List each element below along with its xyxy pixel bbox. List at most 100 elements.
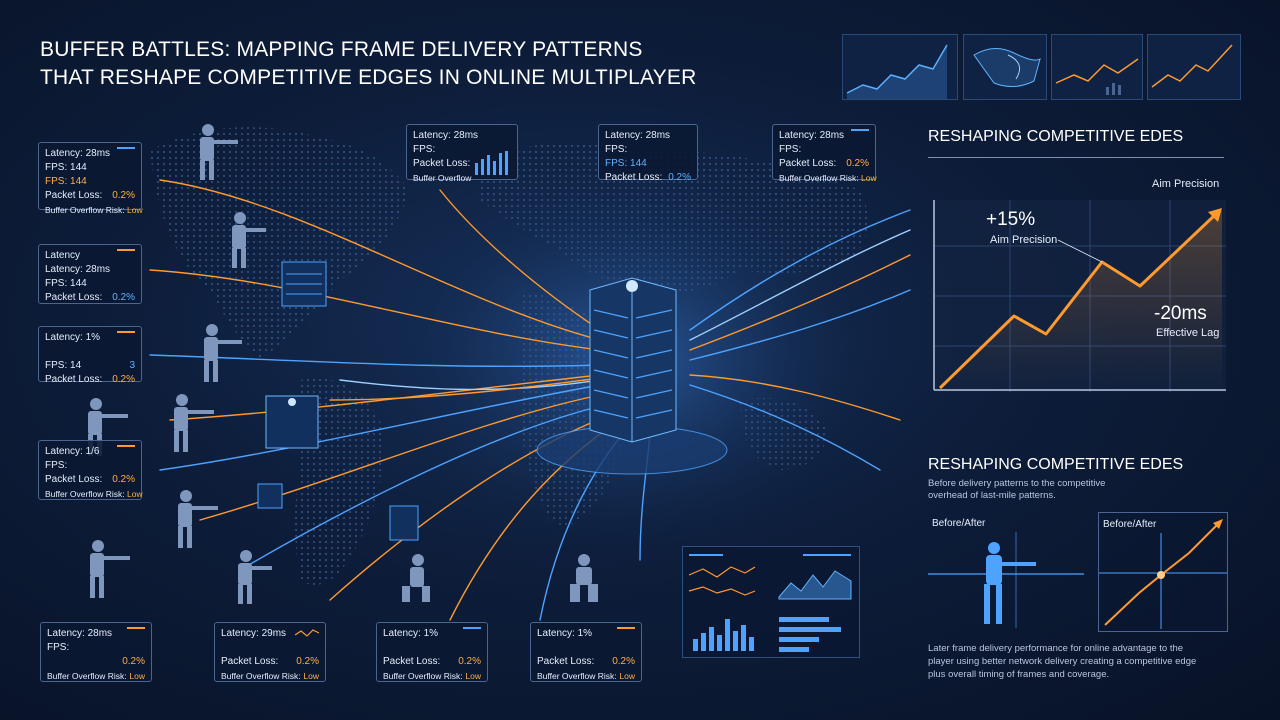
packet-loss-label: Packet Loss: (605, 172, 663, 183)
gain-label: Aim Precision (990, 234, 1058, 246)
panel-competitive-edge-2: RESHAPING COMPETITIVE EDES (928, 456, 1228, 474)
mini-dashboard-svg (688, 554, 852, 652)
risk-label: Buffer Overflow Risk: (45, 489, 125, 499)
packet-loss-label: Packet Loss: (537, 656, 595, 667)
lag-label: Effective Lag (1156, 327, 1220, 339)
player-2 (232, 212, 266, 268)
thumbnail-map[interactable] (963, 34, 1047, 100)
packet-loss-label: Packet Loss: (45, 474, 103, 485)
thumbnail-line-chart-1-svg (846, 44, 948, 99)
stat-card-bottom-3[interactable]: Latency: 1% Packet Loss: 0.2% Buffer Over… (376, 622, 488, 682)
risk-label: Buffer Overflow Risk: (45, 205, 125, 215)
fps-text-2: FPS: 144 (45, 176, 87, 187)
edge-server-3 (257, 483, 283, 509)
latency-text: Latency: 28ms (45, 264, 111, 275)
packet-loss-label: Packet Loss: (383, 656, 441, 667)
legend-line (851, 129, 869, 131)
aim-precision-chart (933, 200, 1226, 392)
mini-line-chart (295, 629, 319, 637)
panel-2-footer: Later frame delivery performance for onl… (928, 642, 1228, 681)
stat-card-bottom-1[interactable]: Latency: 28ms FPS: 0.2% Buffer Overflow … (40, 622, 152, 682)
stat-card-bottom-4[interactable]: Latency: 1% Packet Loss: 0.2% Buffer Over… (530, 622, 642, 682)
packet-loss-label: Packet Loss: (45, 292, 103, 303)
panel-2-description: Before delivery patterns to the competit… (928, 478, 1228, 502)
packet-loss-label: Packet Loss: (779, 158, 837, 169)
packet-loss-value: 0.2% (112, 474, 135, 485)
packet-loss-label: Packet Loss: (45, 374, 103, 385)
risk-value: Low (129, 671, 145, 681)
legend-line (117, 445, 135, 447)
packet-loss-label: Packet Loss: (45, 190, 103, 201)
before-after-right-label: Before/After (1103, 519, 1157, 530)
risk-label: Buffer Overflow Risk: (537, 671, 617, 681)
latency-text: Latency: 1% (45, 332, 101, 343)
panel-2-footer-line-3: plus overall timing of frames and covera… (928, 669, 1110, 680)
packet-loss-label: Packet Loss: (413, 158, 471, 169)
packet-loss-value: 0.2% (112, 292, 135, 303)
title-line-2: THAT RESHAPE COMPETITIVE EDGES IN ONLINE… (40, 66, 697, 89)
player-8 (238, 550, 272, 604)
stat-card-left-1[interactable]: Latency: 28ms FPS: 144 FPS: 144 Packet L… (38, 142, 143, 215)
fps-text: FPS: (45, 460, 68, 471)
thumbnail-line-chart-3[interactable] (1147, 34, 1241, 100)
stat-card-top-3[interactable]: Latency: 28ms FPS: Packet Loss:0.2% Buff… (772, 124, 877, 183)
thumbnail-line-chart-1[interactable] (842, 34, 958, 100)
thumbnail-line-chart-2[interactable] (1051, 34, 1143, 100)
latency-text: Latency: 28ms (605, 130, 671, 141)
latency-text: Latency: 1/6 (45, 446, 100, 457)
player-5 (174, 394, 214, 452)
panel-1-divider (928, 157, 1224, 158)
panel-competitive-edge-1: RESHAPING COMPETITIVE EDES (928, 128, 1228, 146)
risk-label: Buffer Overflow Risk: (779, 173, 859, 183)
stat-card-top-1[interactable]: Latency: 28ms FPS: Packet Loss: Buffer O… (406, 124, 518, 183)
mini-bar-chart (475, 151, 508, 175)
fps-text-2: FPS: 144 (605, 158, 647, 169)
gain-value: +15% (986, 209, 1036, 230)
fps-text: FPS: 144 (45, 162, 87, 173)
fps-text: FPS: 144 (45, 278, 87, 289)
fps-extra: 3 (129, 360, 135, 371)
before-after-chart: Before/After (1098, 512, 1228, 632)
lag-value: -20ms (1154, 303, 1207, 324)
legend-line (117, 331, 135, 333)
panel-2-footer-line-1: Later frame delivery performance for onl… (928, 643, 1184, 654)
player-silhouettes (88, 124, 598, 604)
legend-line (127, 627, 145, 629)
latency-text: Latency: 28ms (779, 130, 845, 141)
packet-loss-value: 0.2% (122, 656, 145, 667)
network-map-illustration (88, 124, 911, 621)
player-1 (200, 124, 238, 180)
risk-label: Buffer Overflow Risk: (47, 671, 127, 681)
packet-loss-value: 0.2% (668, 172, 691, 183)
legend-line (463, 627, 481, 629)
packet-loss-value: 0.2% (112, 374, 135, 385)
panel-1-corner-label: Aim Precision (1152, 178, 1220, 190)
stat-card-left-2[interactable]: Latency Latency: 28ms FPS: 144 Packet Lo… (38, 244, 142, 304)
fps-text: FPS: (605, 144, 628, 155)
risk-label: Buffer Overflow Risk: (383, 671, 463, 681)
packet-loss-value: 0.2% (112, 190, 135, 201)
player-aim-illustration (928, 532, 1084, 628)
thumbnail-map-svg (973, 48, 1041, 87)
panel-1-heading: RESHAPING COMPETITIVE EDES (928, 128, 1184, 145)
latency-text: Latency: 1% (537, 628, 593, 639)
arrow-head (1208, 208, 1222, 222)
risk-value: Low (127, 489, 143, 499)
packet-loss-label: Packet Loss: (221, 656, 279, 667)
edge-server-1 (281, 261, 327, 307)
mini-dashboard[interactable] (682, 546, 860, 658)
player-10 (570, 554, 598, 602)
stat-card-top-2[interactable]: Latency: 28ms FPS: FPS: 144 Packet Loss:… (598, 124, 698, 183)
stat-card-bottom-2[interactable]: Latency: 29ms Packet Loss:0.2% Buffer Ov… (214, 622, 326, 682)
latency-text: Latency: 1% (383, 628, 439, 639)
packet-loss-value: 0.2% (846, 158, 869, 169)
risk-value: Low (127, 205, 143, 215)
latency-text: Latency: 28ms (45, 148, 111, 159)
packet-loss-value: 0.2% (458, 656, 481, 667)
packet-loss-value: 0.2% (612, 656, 635, 667)
packet-loss-value: 0.2% (296, 656, 319, 667)
stat-card-left-4[interactable]: Latency: 1/6 FPS: Packet Loss: 0.2% Buffe… (38, 440, 143, 500)
before-after-left-label: Before/After (932, 518, 986, 529)
panel-2-desc-line-2: overhead of last-mile patterns. (928, 490, 1056, 501)
